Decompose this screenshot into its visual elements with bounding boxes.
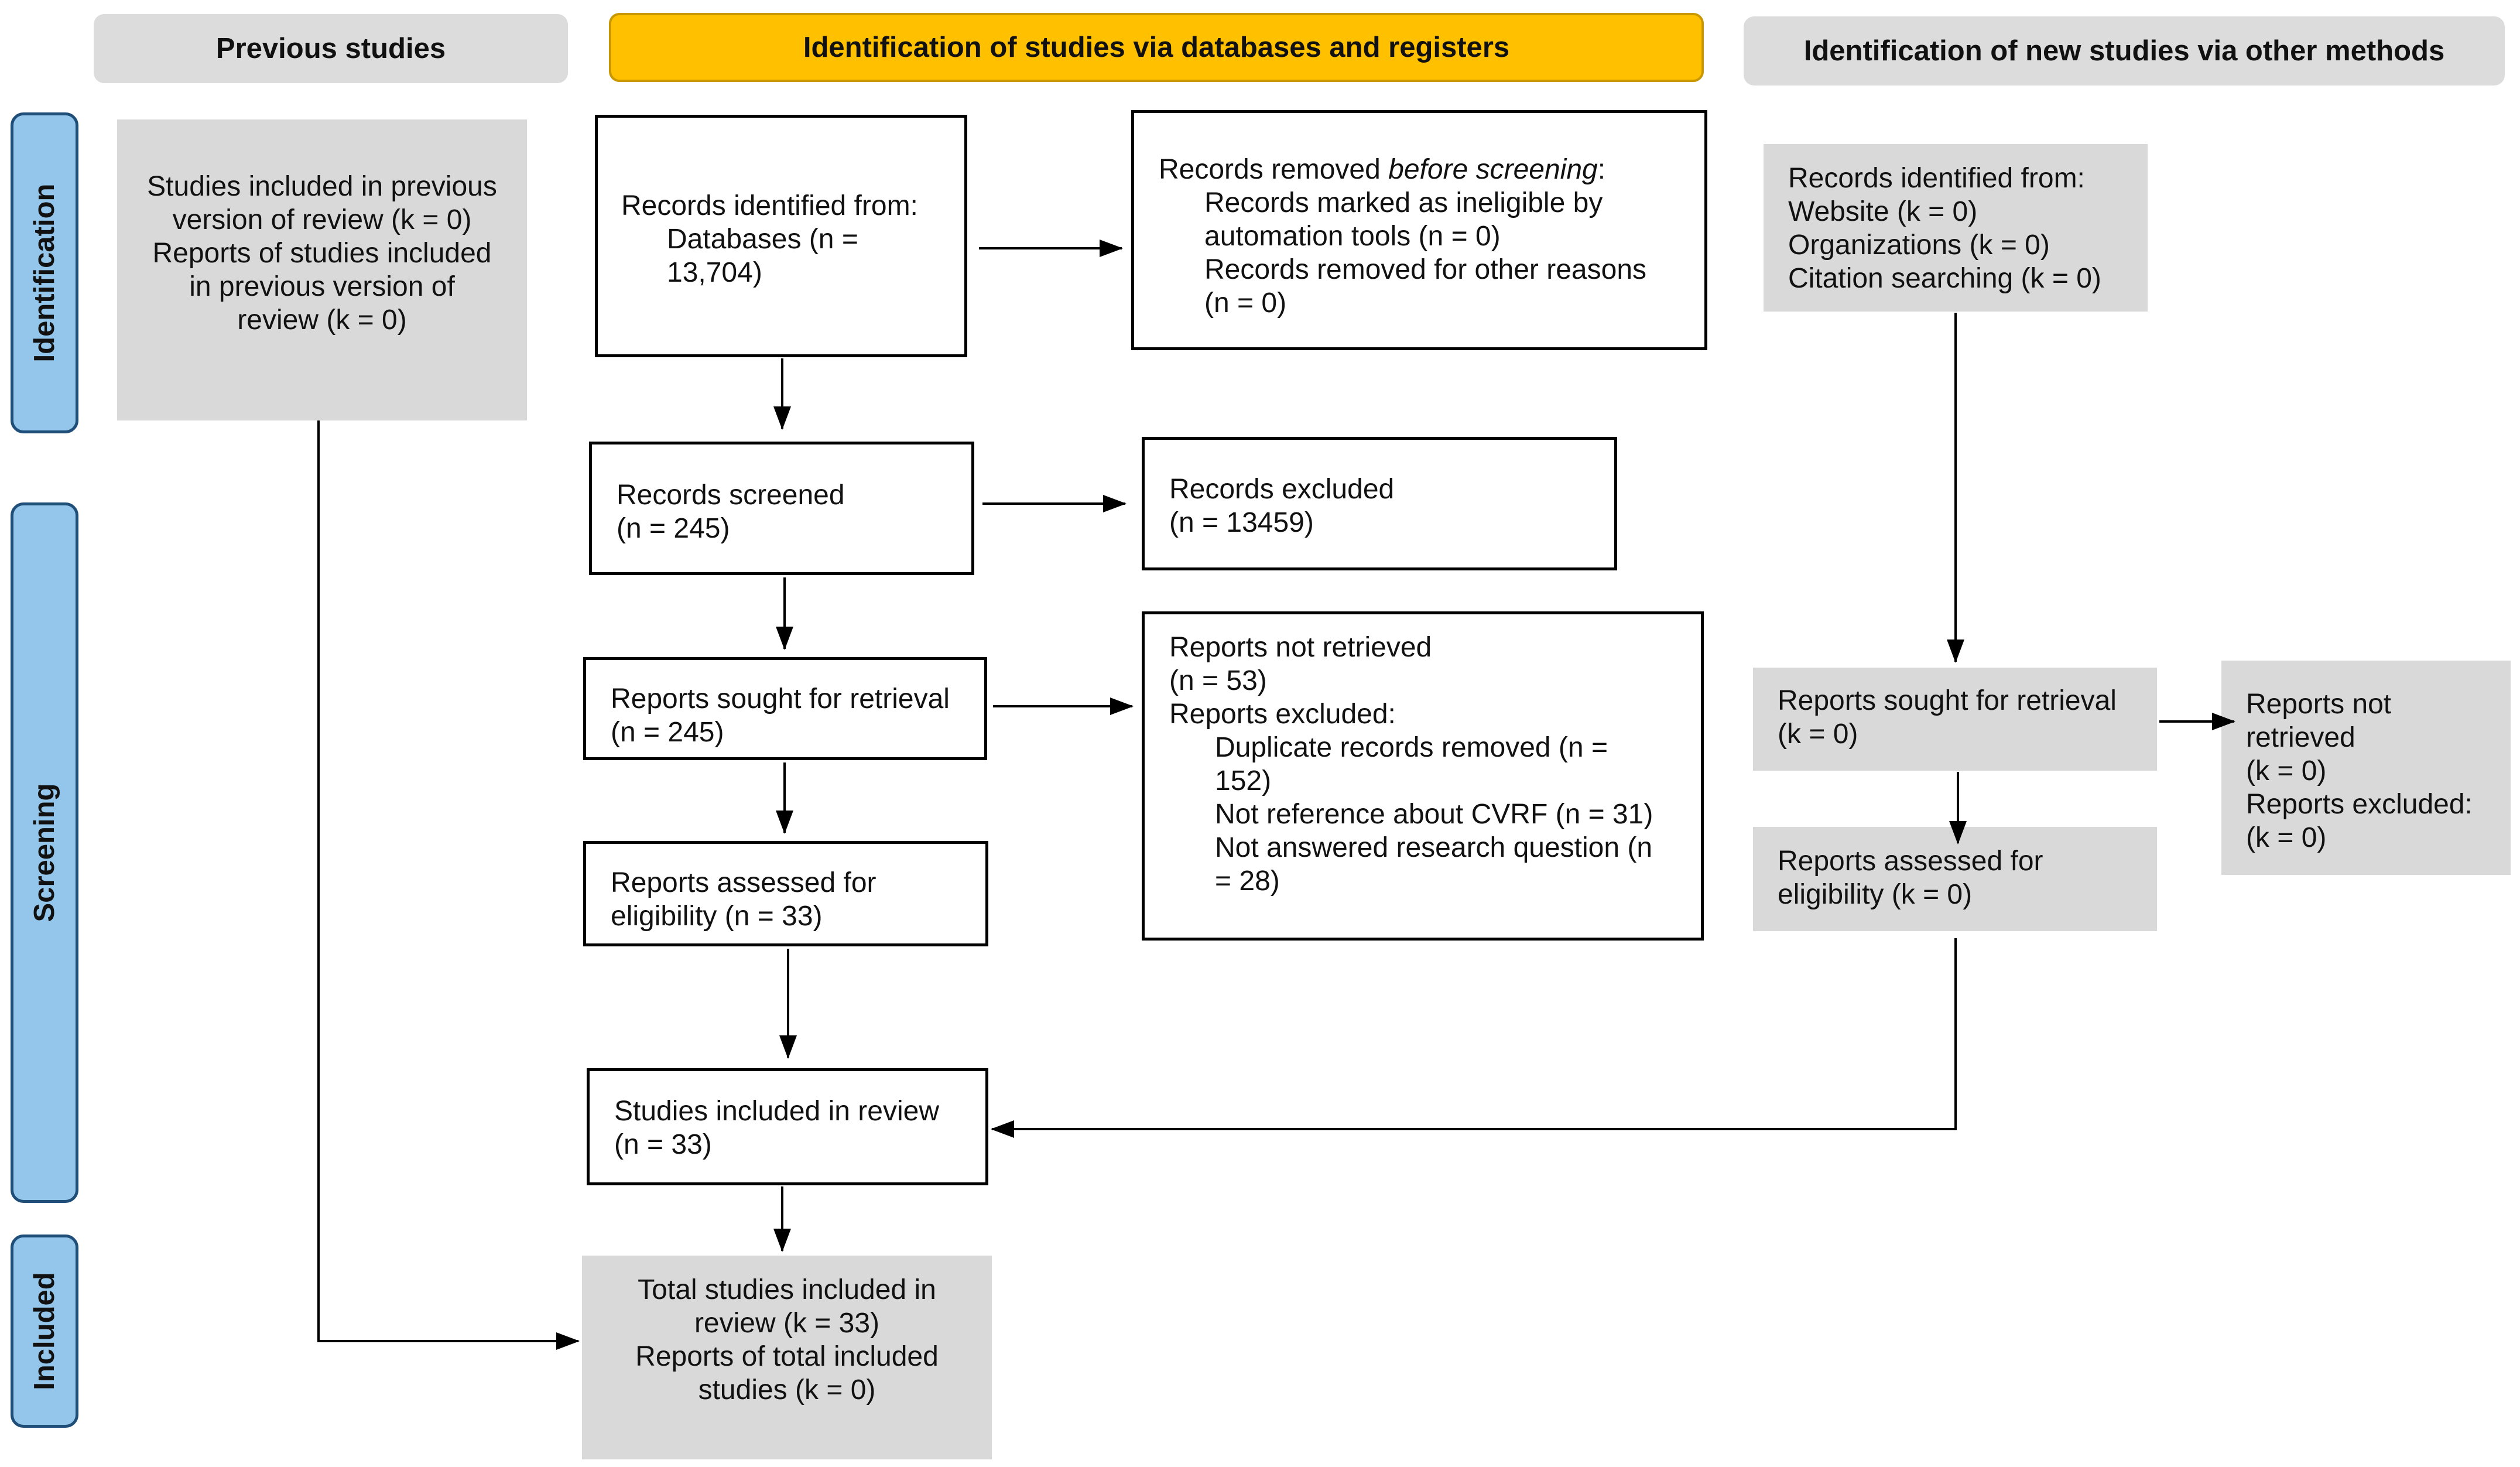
records-identified-box: Records identified from: Databases (n = … bbox=[595, 115, 967, 357]
records-excluded-box: Records excluded (n = 13459) bbox=[1142, 437, 1617, 570]
other-reports-assessed-line: eligibility (k = 0) bbox=[1778, 879, 1973, 910]
reports-assessed-line: Reports assessed for bbox=[611, 867, 876, 898]
reports-sought-line: Reports sought for retrieval bbox=[611, 683, 950, 714]
reports-not-retrieved-line: Reports not retrieved bbox=[1169, 632, 1432, 663]
header-previous-studies-label: Previous studies bbox=[215, 33, 446, 64]
phase-screening: Screening bbox=[11, 502, 78, 1203]
total-included-line: Total studies included in bbox=[638, 1274, 936, 1305]
records-removed-line: automation tools (n = 0) bbox=[1204, 221, 1501, 252]
other-reports-not-retrieved-line: Reports excluded: bbox=[2246, 789, 2473, 820]
other-records-identified-line: Organizations (k = 0) bbox=[1788, 230, 2050, 261]
studies-included-line: Studies included in review bbox=[614, 1096, 939, 1127]
reports-not-retrieved-line: Duplicate records removed (n = bbox=[1215, 732, 1608, 763]
reports-not-retrieved-line: Not reference about CVRF (n = 31) bbox=[1215, 799, 1653, 830]
phase-included: Included bbox=[11, 1235, 78, 1428]
records-removed-line: (n = 0) bbox=[1204, 288, 1287, 319]
other-reports-assessed-line: Reports assessed for bbox=[1778, 846, 2043, 877]
total-included-box: Total studies included in review (k = 33… bbox=[582, 1256, 992, 1459]
previous-box-line: in previous version of bbox=[189, 271, 455, 302]
records-removed-line: Records removed for other reasons bbox=[1204, 254, 1647, 285]
records-screened-box: Records screened (n = 245) bbox=[589, 442, 974, 575]
previous-box-line: Studies included in previous bbox=[147, 171, 497, 202]
records-identified-line: Databases (n = bbox=[667, 224, 858, 255]
records-identified-line: Records identified from: bbox=[621, 190, 918, 221]
other-records-identified-line: Records identified from: bbox=[1788, 163, 2085, 194]
records-excluded-line: (n = 13459) bbox=[1169, 507, 1314, 538]
reports-not-retrieved-line: = 28) bbox=[1215, 866, 1280, 897]
header-previous-studies: Previous studies bbox=[94, 14, 568, 83]
reports-sought-box: Reports sought for retrieval (n = 245) bbox=[583, 657, 987, 760]
previous-studies-box: Studies included in previous version of … bbox=[117, 119, 527, 420]
total-included-line: Reports of total included bbox=[635, 1341, 939, 1372]
reports-sought-line: (n = 245) bbox=[611, 717, 724, 748]
previous-box-line: review (k = 0) bbox=[237, 305, 407, 336]
records-removed-heading-post: : bbox=[1597, 154, 1606, 185]
previous-box-line: Reports of studies included bbox=[152, 238, 492, 269]
other-reports-not-retrieved-line: (k = 0) bbox=[2246, 755, 2327, 786]
previous-box-line: version of review (k = 0) bbox=[172, 204, 472, 235]
other-reports-not-retrieved-line: (k = 0) bbox=[2246, 822, 2327, 853]
records-removed-box: Records removed before screening: Record… bbox=[1131, 110, 1707, 350]
reports-not-retrieved-line: 152) bbox=[1215, 765, 1272, 796]
total-included-line: studies (k = 0) bbox=[698, 1374, 876, 1406]
reports-not-retrieved-line: Not answered research question (n bbox=[1215, 832, 1653, 863]
arrow-previous-to-total bbox=[317, 420, 580, 1350]
records-removed-heading-emphasis: before screening bbox=[1388, 154, 1598, 185]
studies-included-box: Studies included in review (n = 33) bbox=[587, 1068, 988, 1185]
header-other-methods: Identification of new studies via other … bbox=[1744, 16, 2505, 86]
records-identified-line: 13,704) bbox=[667, 257, 762, 288]
other-records-identified-box: Records identified from: Website (k = 0)… bbox=[1764, 144, 2148, 312]
header-databases-registers: Identification of studies via databases … bbox=[609, 13, 1704, 82]
reports-not-retrieved-box: Reports not retrieved (n = 53) Reports e… bbox=[1142, 611, 1704, 941]
phase-identification: Identification bbox=[11, 112, 78, 433]
records-screened-line: (n = 245) bbox=[617, 513, 730, 544]
reports-not-retrieved-line: (n = 53) bbox=[1169, 665, 1267, 696]
other-records-identified-line: Citation searching (k = 0) bbox=[1788, 263, 2101, 294]
other-reports-sought-line: (k = 0) bbox=[1778, 719, 1858, 750]
arrow-other-assessed-to-included bbox=[991, 938, 1957, 1138]
other-reports-not-retrieved-line: retrieved bbox=[2246, 722, 2355, 753]
header-other-methods-label: Identification of new studies via other … bbox=[1803, 35, 2445, 67]
records-removed-heading-pre: Records removed bbox=[1159, 154, 1389, 185]
other-reports-sought-box: Reports sought for retrieval (k = 0) bbox=[1753, 668, 2157, 771]
reports-not-retrieved-line: Reports excluded: bbox=[1169, 699, 1396, 730]
other-records-identified-line: Website (k = 0) bbox=[1788, 196, 1978, 227]
total-included-line: review (k = 33) bbox=[694, 1308, 880, 1339]
records-removed-heading: Records removed before screening: bbox=[1159, 153, 1704, 186]
records-excluded-line: Records excluded bbox=[1169, 474, 1395, 505]
reports-assessed-line: eligibility (n = 33) bbox=[611, 901, 823, 932]
other-reports-not-retrieved-box: Reports not retrieved (k = 0) Reports ex… bbox=[2221, 661, 2511, 875]
records-removed-line: Records marked as ineligible by bbox=[1204, 187, 1603, 218]
studies-included-line: (n = 33) bbox=[614, 1129, 712, 1160]
header-databases-registers-label: Identification of studies via databases … bbox=[803, 32, 1510, 63]
other-reports-not-retrieved-line: Reports not bbox=[2246, 689, 2392, 720]
records-screened-line: Records screened bbox=[617, 480, 845, 511]
reports-assessed-box: Reports assessed for eligibility (n = 33… bbox=[583, 841, 988, 946]
other-reports-sought-line: Reports sought for retrieval bbox=[1778, 685, 2117, 716]
